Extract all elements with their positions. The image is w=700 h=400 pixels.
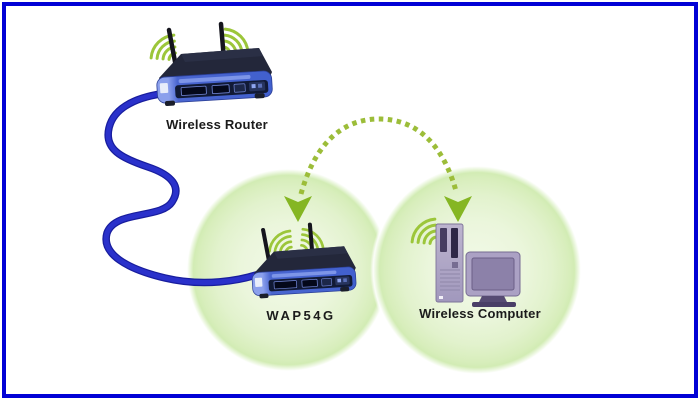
arrow-down-icon: [284, 196, 312, 222]
arrow-down-icon: [444, 196, 472, 222]
dotted-arc: [298, 116, 459, 195]
desktop-computer-icon: [410, 217, 521, 307]
wap54g-label: WAP54G: [266, 308, 336, 323]
computer-monitor: [465, 251, 521, 307]
cable-core: [103, 90, 265, 285]
computer-tower: [435, 223, 464, 303]
wireless-computer-label: Wireless Computer: [419, 306, 541, 321]
wireless-router-label: Wireless Router: [166, 117, 268, 132]
